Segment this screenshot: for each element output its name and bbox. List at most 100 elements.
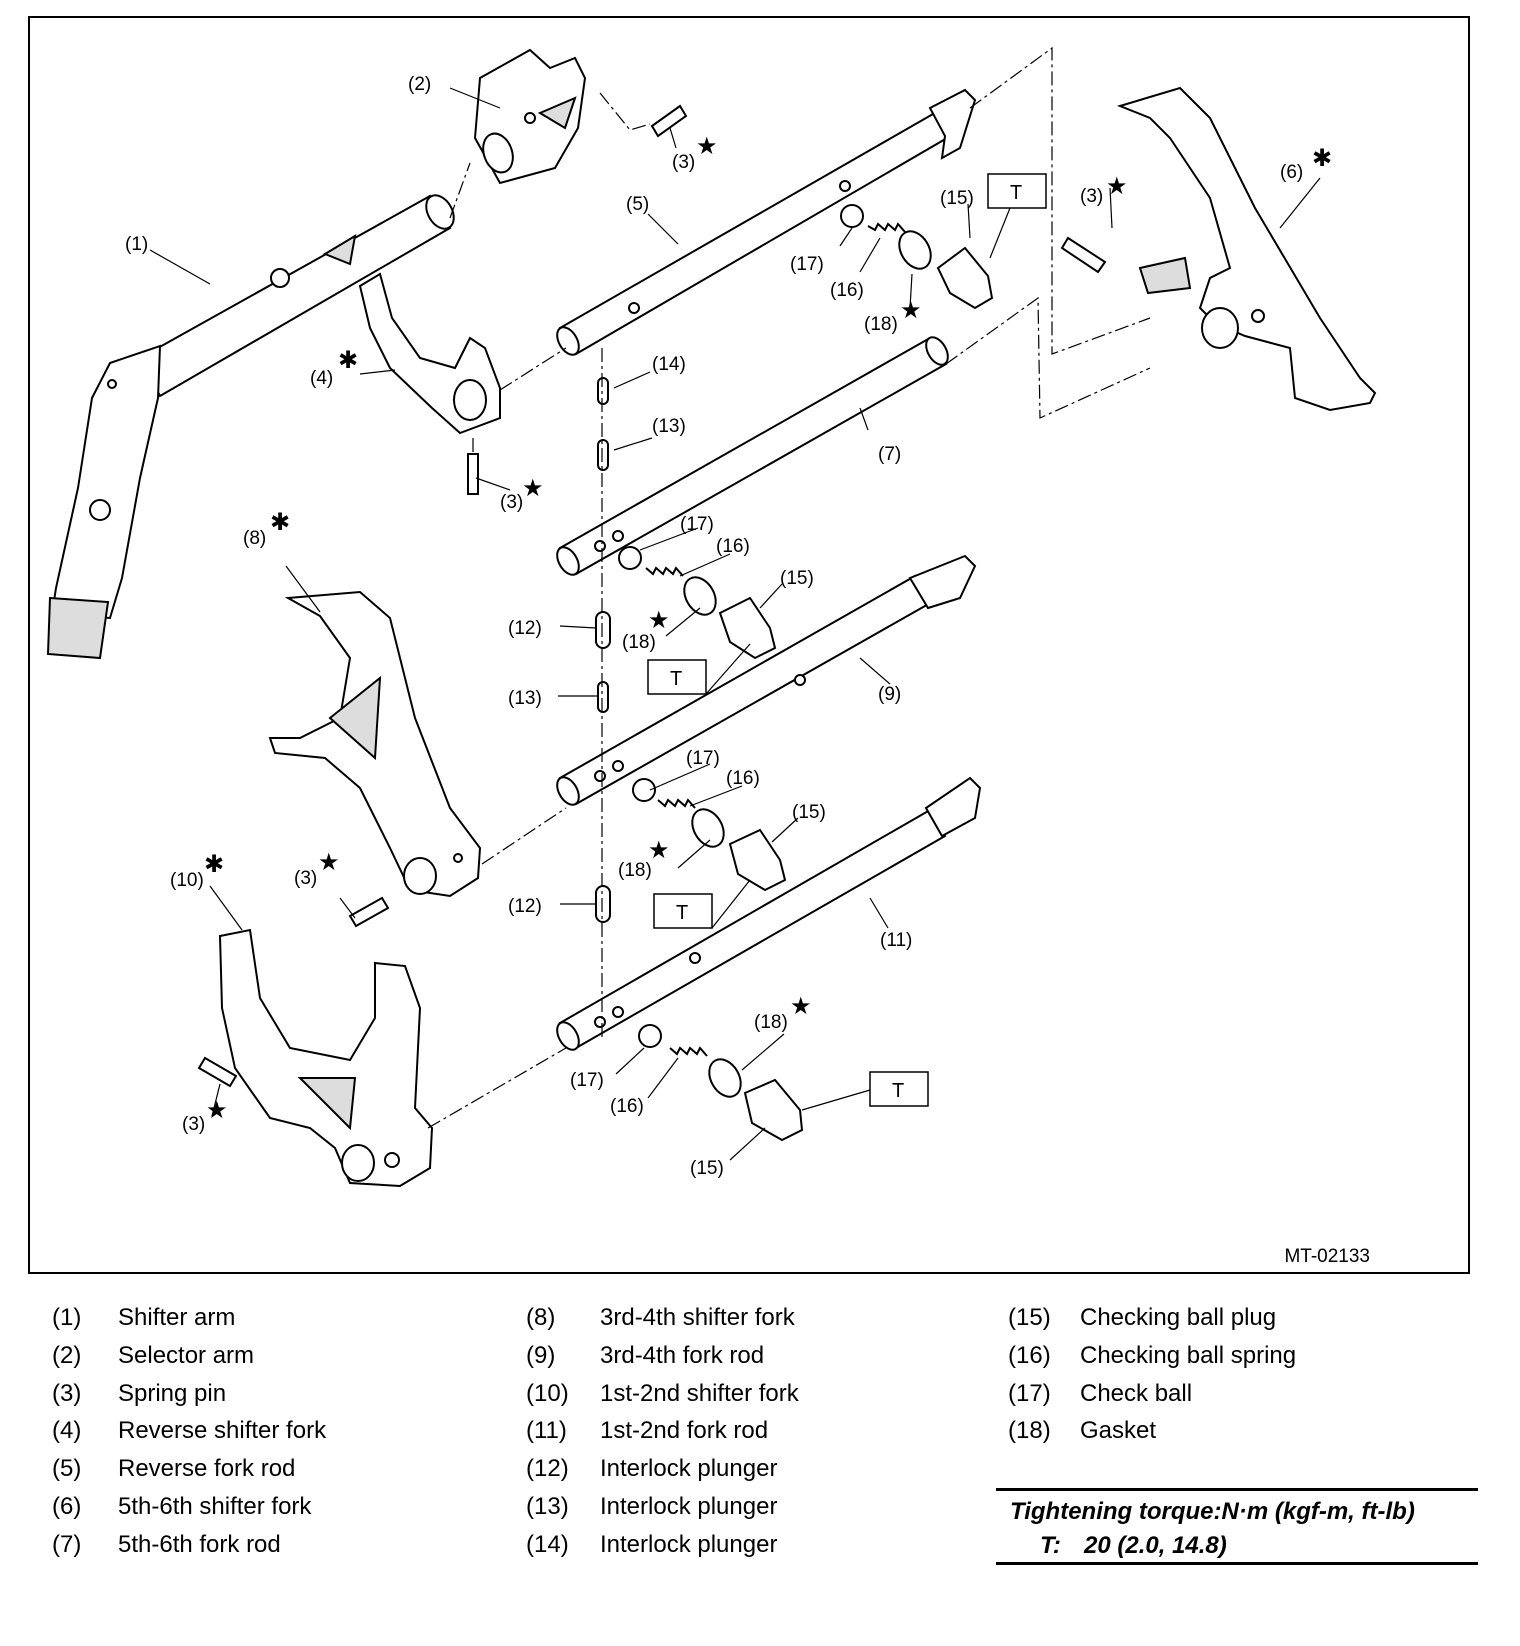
callout-14: (14)	[652, 354, 686, 375]
torque-top-rule	[996, 1488, 1478, 1491]
legend-part-name: 3rd-4th shifter fork	[600, 1304, 795, 1331]
legend-number: (16)	[1008, 1341, 1051, 1369]
torque-labels: T T T T	[670, 182, 1022, 1102]
callout-16-d: (16)	[610, 1096, 644, 1117]
star-icon: ★	[206, 1096, 228, 1124]
callout-3-c: (3)	[500, 492, 523, 513]
shifter-arm-part	[46, 194, 455, 660]
star-icon: ★	[790, 992, 812, 1020]
3rd-4th-fork-rod-part	[556, 554, 977, 806]
assembly-lines	[427, 46, 1151, 1129]
legend-part-name: Interlock plunger	[600, 1530, 778, 1558]
legend-number: (2)	[52, 1341, 82, 1369]
callout-15-a: (15)	[940, 188, 974, 209]
5th-6th-shifter-fork-part	[1116, 86, 1377, 412]
legend-number: (10)	[526, 1379, 569, 1407]
callout-10: (10)	[170, 870, 204, 891]
callout-11: (11)	[880, 930, 912, 951]
legend-number: (18)	[1008, 1417, 1051, 1445]
legend-part-name: Gasket	[1080, 1417, 1157, 1445]
torque-value: 20 (2.0, 14.8)	[1084, 1532, 1227, 1559]
legend-number: (12)	[526, 1455, 569, 1483]
selector-arm-part	[473, 48, 587, 185]
callout-2: (2)	[408, 74, 431, 95]
legend-part-name: 1st-2nd fork rod	[600, 1417, 769, 1445]
legend-number: (6)	[52, 1493, 82, 1520]
3rd-4th-shifter-fork-part	[268, 590, 482, 898]
callout-17-a: (17)	[790, 254, 824, 275]
legend-number: (13)	[526, 1493, 569, 1520]
star-icon: ★	[522, 474, 544, 502]
legend-number: (7)	[52, 1530, 82, 1558]
callout-3-a: (3)	[672, 152, 695, 173]
callout-18-b: (18)	[622, 632, 656, 653]
callout-17-c: (17)	[686, 748, 720, 769]
legend-number: (5)	[52, 1455, 82, 1483]
callout-3-b: (3)	[1080, 186, 1103, 207]
callout-17-d: (17)	[570, 1070, 604, 1091]
torque-spec: Tightening torque:N·m (kgf-m, ft-lb) T: …	[996, 1488, 1478, 1565]
1st-2nd-shifter-fork-part	[218, 928, 434, 1188]
torque-value-label: T:	[1040, 1532, 1061, 1559]
callout-16-a: (16)	[830, 280, 864, 301]
torque-boxes	[647, 173, 1047, 1107]
callout-labels: (2) (3) (1) (5) (17) (16) (15) (18) (3) …	[125, 74, 1303, 1179]
legend-number: (1)	[52, 1304, 82, 1331]
star-icon: ★	[900, 296, 922, 324]
callout-4: (4)	[310, 368, 333, 389]
torque-t-label: T	[670, 668, 682, 690]
asterisk-icon: ✱	[270, 508, 290, 536]
legend-part-name: Checking ball spring	[1080, 1341, 1297, 1369]
legend-number: (9)	[526, 1341, 556, 1369]
star-icon: ★	[696, 132, 718, 160]
leader-lines	[149, 87, 1321, 1161]
callout-5: (5)	[626, 194, 649, 215]
legend-part-name: Checking ball plug	[1080, 1304, 1277, 1331]
callout-15-d: (15)	[690, 1158, 724, 1179]
callout-18-d: (18)	[754, 1012, 788, 1033]
torque-t-label: T	[676, 902, 688, 924]
reverse-fork-rod-part	[556, 88, 977, 356]
callout-16-b: (16)	[716, 536, 750, 557]
legend-part-name: Spring pin	[118, 1379, 227, 1407]
legend-number: (15)	[1008, 1304, 1051, 1331]
callout-12-b: (12)	[508, 896, 542, 917]
callout-7: (7)	[878, 444, 901, 465]
callout-8: (8)	[243, 528, 266, 549]
legend-part-name: Reverse shifter fork	[118, 1417, 327, 1445]
callout-3-e: (3)	[182, 1114, 205, 1135]
exploded-diagram: (2) (3) (1) (5) (17) (16) (15) (18) (3) …	[28, 16, 1470, 1274]
legend-part-name: Interlock plunger	[600, 1455, 778, 1483]
legend-number: (11)	[526, 1417, 567, 1445]
legend-part-name: 5th-6th fork rod	[118, 1530, 281, 1558]
legend-number: (3)	[52, 1379, 82, 1407]
check-assemblies	[618, 204, 994, 1142]
figure-id: MT-02133	[1284, 1246, 1370, 1267]
star-icon: ★	[648, 606, 670, 634]
callout-16-c: (16)	[726, 768, 760, 789]
interlock-plungers	[595, 377, 611, 923]
legend-number: (4)	[52, 1417, 82, 1445]
torque-t-label: T	[1010, 182, 1022, 204]
callout-15-b: (15)	[780, 568, 814, 589]
marker-symbols: ★ ★ ★ ★ ★ ★ ★ ★ ★ ✱ ✱ ✱ ✱	[204, 132, 1332, 1124]
star-icon: ★	[648, 836, 670, 864]
callout-12-a: (12)	[508, 618, 542, 639]
legend-part-name: Shifter arm	[118, 1304, 236, 1331]
1st-2nd-fork-rod-part	[556, 776, 982, 1051]
callout-18-c: (18)	[618, 860, 652, 881]
asterisk-icon: ✱	[204, 850, 224, 878]
torque-bottom-rule	[996, 1562, 1478, 1565]
callout-18-a: (18)	[864, 314, 898, 335]
legend-number: (17)	[1008, 1379, 1051, 1407]
reverse-shifter-fork-part	[358, 272, 501, 435]
callout-17-b: (17)	[680, 514, 714, 535]
callout-1: (1)	[125, 234, 148, 255]
callout-3-d: (3)	[294, 868, 317, 889]
legend-part-name: Check ball	[1080, 1379, 1193, 1407]
callout-13-a: (13)	[652, 416, 686, 437]
legend-number: (14)	[526, 1530, 569, 1558]
legend-part-name: Reverse fork rod	[118, 1455, 296, 1483]
legend-part-name: Interlock plunger	[600, 1493, 778, 1520]
star-icon: ★	[1106, 172, 1128, 200]
